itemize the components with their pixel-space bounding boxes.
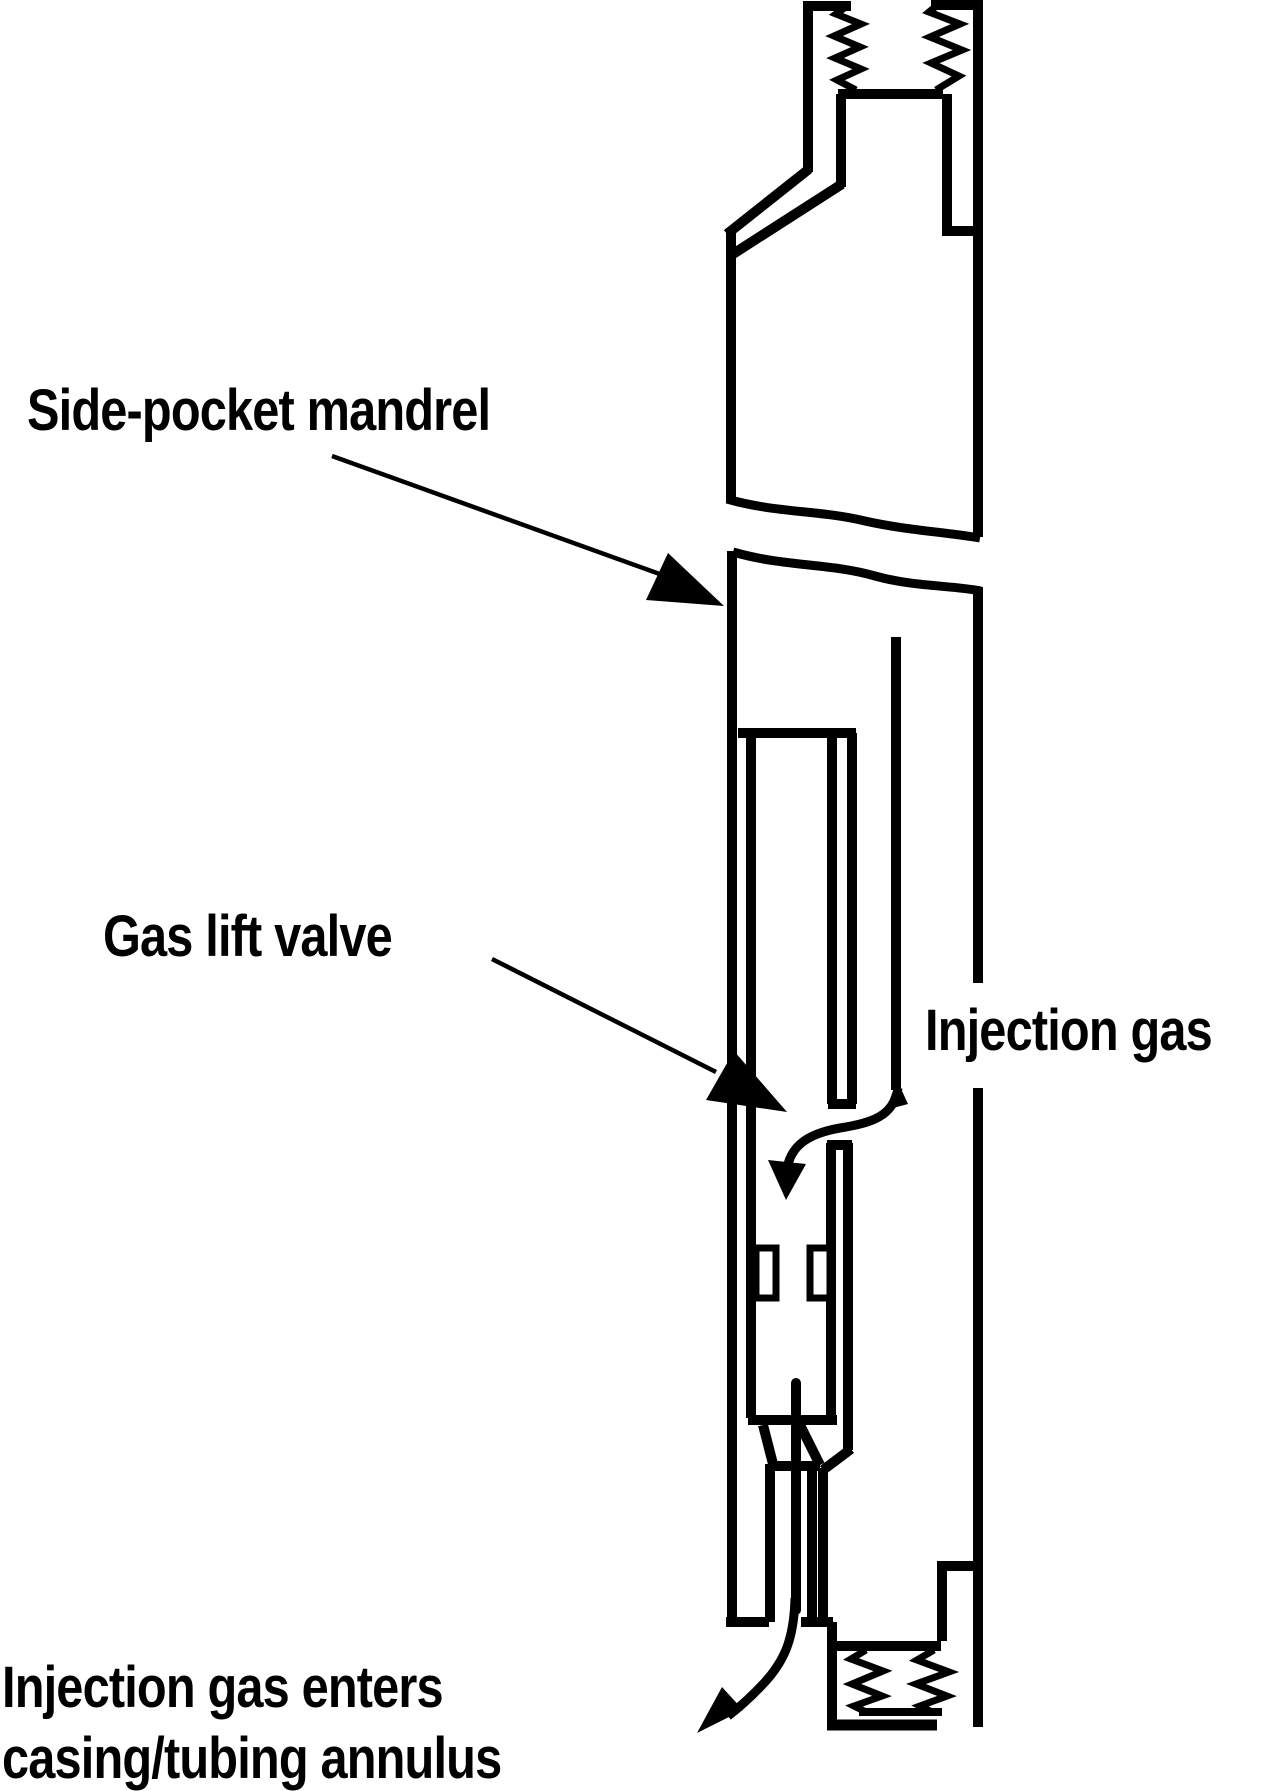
valve-arrowhead-icon	[706, 1051, 787, 1112]
valve-latch-left	[752, 1244, 780, 1302]
top-left-thread-zigzag-icon	[825, 3, 870, 94]
label-bottom-caption-line2: casing/tubing annulus	[2, 1726, 502, 1791]
bottom-left-thread-zigzag-icon	[842, 1646, 893, 1717]
label-side-pocket-mandrel: Side-pocket mandrel	[27, 378, 491, 443]
annulus-exit-curve	[725, 1597, 800, 1720]
valve-latches	[752, 1244, 834, 1302]
annulus-exit-arrowhead-icon	[697, 1687, 743, 1733]
injection-flow-arrowhead-icon	[768, 1160, 806, 1200]
mandrel-arrow-line	[331, 453, 669, 580]
left-expansion-outer-diagonal	[723, 165, 813, 238]
label-arrows	[331, 453, 787, 1112]
pipe-break	[725, 494, 982, 596]
label-bottom-caption-line1: Injection gas enters	[2, 1655, 444, 1720]
nose-right-diagonal	[795, 1422, 825, 1468]
mandrel-arrowhead-icon	[646, 553, 724, 606]
label-bottom-caption: Injection gas enters casing/tubing annul…	[2, 1652, 502, 1791]
mandrel-structure	[723, 0, 983, 1731]
nose-left-diagonal	[758, 1423, 778, 1466]
left-expansion-inner-diagonal	[730, 179, 845, 259]
thread-zigzags	[825, 0, 972, 1717]
valve-arrow-line	[490, 956, 718, 1075]
valve-latch-right	[806, 1244, 834, 1302]
label-injection-gas: Injection gas	[925, 998, 1213, 1063]
bottom-right-thread-zigzag-icon	[906, 1646, 960, 1717]
injection-flow-start-bulb-icon	[886, 1080, 908, 1110]
nose-outer-diagonal	[820, 1445, 854, 1474]
label-gas-lift-valve: Gas lift valve	[103, 904, 393, 969]
pipe-break-squiggle-lower-icon	[731, 547, 982, 596]
top-right-thread-zigzag-icon	[920, 0, 972, 93]
pipe-break-squiggle-upper-icon	[725, 494, 981, 543]
gas-flow	[697, 1080, 908, 1733]
